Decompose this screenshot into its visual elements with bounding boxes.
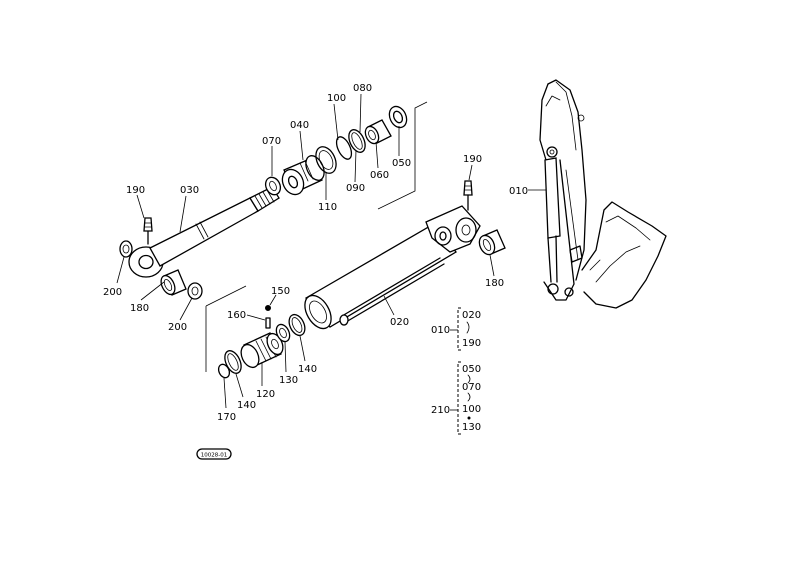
bushing-180-left [160, 269, 187, 296]
ball-150 [265, 305, 271, 311]
ring-140-left [224, 350, 242, 374]
kit-legend: 010 020 190 210 050 070 100 130 [431, 307, 481, 435]
label-190-right: 190 [463, 154, 482, 165]
legend-group1-item-2: 190 [462, 338, 481, 349]
ring-200-lower [187, 282, 203, 300]
cylinder-tube-020 [304, 205, 481, 330]
set-screw-160 [265, 317, 271, 329]
leader-lines [116, 93, 546, 409]
ring-200-left [119, 240, 133, 258]
piston-rod-030 [128, 186, 280, 278]
label-030: 030 [180, 185, 199, 196]
seal-110 [315, 146, 337, 174]
label-060: 060 [370, 170, 389, 181]
legend-group2-item-4: 130 [462, 422, 481, 433]
label-120: 120 [256, 389, 275, 400]
ring-090 [348, 129, 366, 153]
group-bracket-lower-top [205, 285, 247, 307]
label-190-left: 190 [126, 185, 145, 196]
diagram-id-badge: 10028-01 [196, 448, 232, 460]
legend-group2-item-2: 070 [462, 382, 481, 393]
legend-group2-id: 210 [431, 405, 450, 416]
badge-text: 10028-01 [201, 453, 227, 459]
label-200-left: 200 [103, 287, 122, 298]
callout-labels: 030 040 070 100 080 090 060 050 110 190 … [103, 83, 528, 423]
label-200-lower: 200 [168, 322, 187, 333]
label-070: 070 [262, 136, 281, 147]
ring-170 [217, 363, 231, 379]
label-040: 040 [290, 120, 309, 131]
ring-140-right [288, 313, 306, 337]
label-100: 100 [327, 93, 346, 104]
legend-group2-item-1: 050 [462, 364, 481, 375]
label-160: 160 [227, 310, 246, 321]
label-180-left: 180 [130, 303, 149, 314]
legend-group2-item-3: 100 [462, 404, 481, 415]
grease-nipple-190-right [463, 180, 473, 211]
backhoe-arm-silhouette [539, 79, 667, 309]
bushing-060 [364, 119, 392, 145]
label-090: 090 [346, 183, 365, 194]
grease-nipple-190-left [143, 217, 153, 245]
label-170: 170 [217, 412, 236, 423]
bushing-180-right [478, 229, 506, 256]
label-080: 080 [353, 83, 372, 94]
ring-130 [275, 323, 291, 343]
group-bracket-upper [377, 101, 428, 210]
legend-group1-item-1: 020 [462, 310, 481, 321]
label-010: 010 [509, 186, 528, 197]
label-140-right: 140 [298, 364, 317, 375]
seal-050 [388, 105, 408, 129]
label-020: 020 [390, 317, 409, 328]
label-150: 150 [271, 286, 290, 297]
label-130: 130 [279, 375, 298, 386]
label-110: 110 [318, 202, 337, 213]
label-180-right: 180 [485, 278, 504, 289]
gland-040 [281, 155, 325, 196]
label-140-left: 140 [237, 400, 256, 411]
ring-100 [335, 136, 353, 160]
label-050: 050 [392, 158, 411, 169]
ring-070 [264, 176, 282, 196]
legend-group1-id: 010 [431, 325, 450, 336]
